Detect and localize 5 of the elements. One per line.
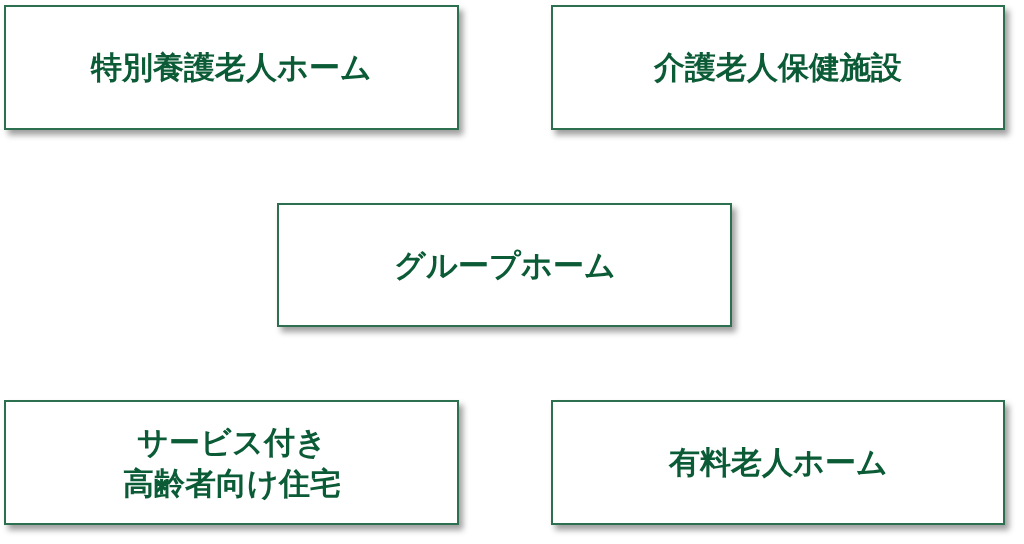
category-box: グループホーム (277, 203, 732, 327)
category-box: 介護老人保健施設 (551, 5, 1005, 130)
category-box: 特別養護老人ホーム (4, 5, 459, 130)
category-box: 有料老人ホーム (551, 400, 1005, 525)
category-box: サービス付き高齢者向け住宅 (4, 400, 459, 525)
